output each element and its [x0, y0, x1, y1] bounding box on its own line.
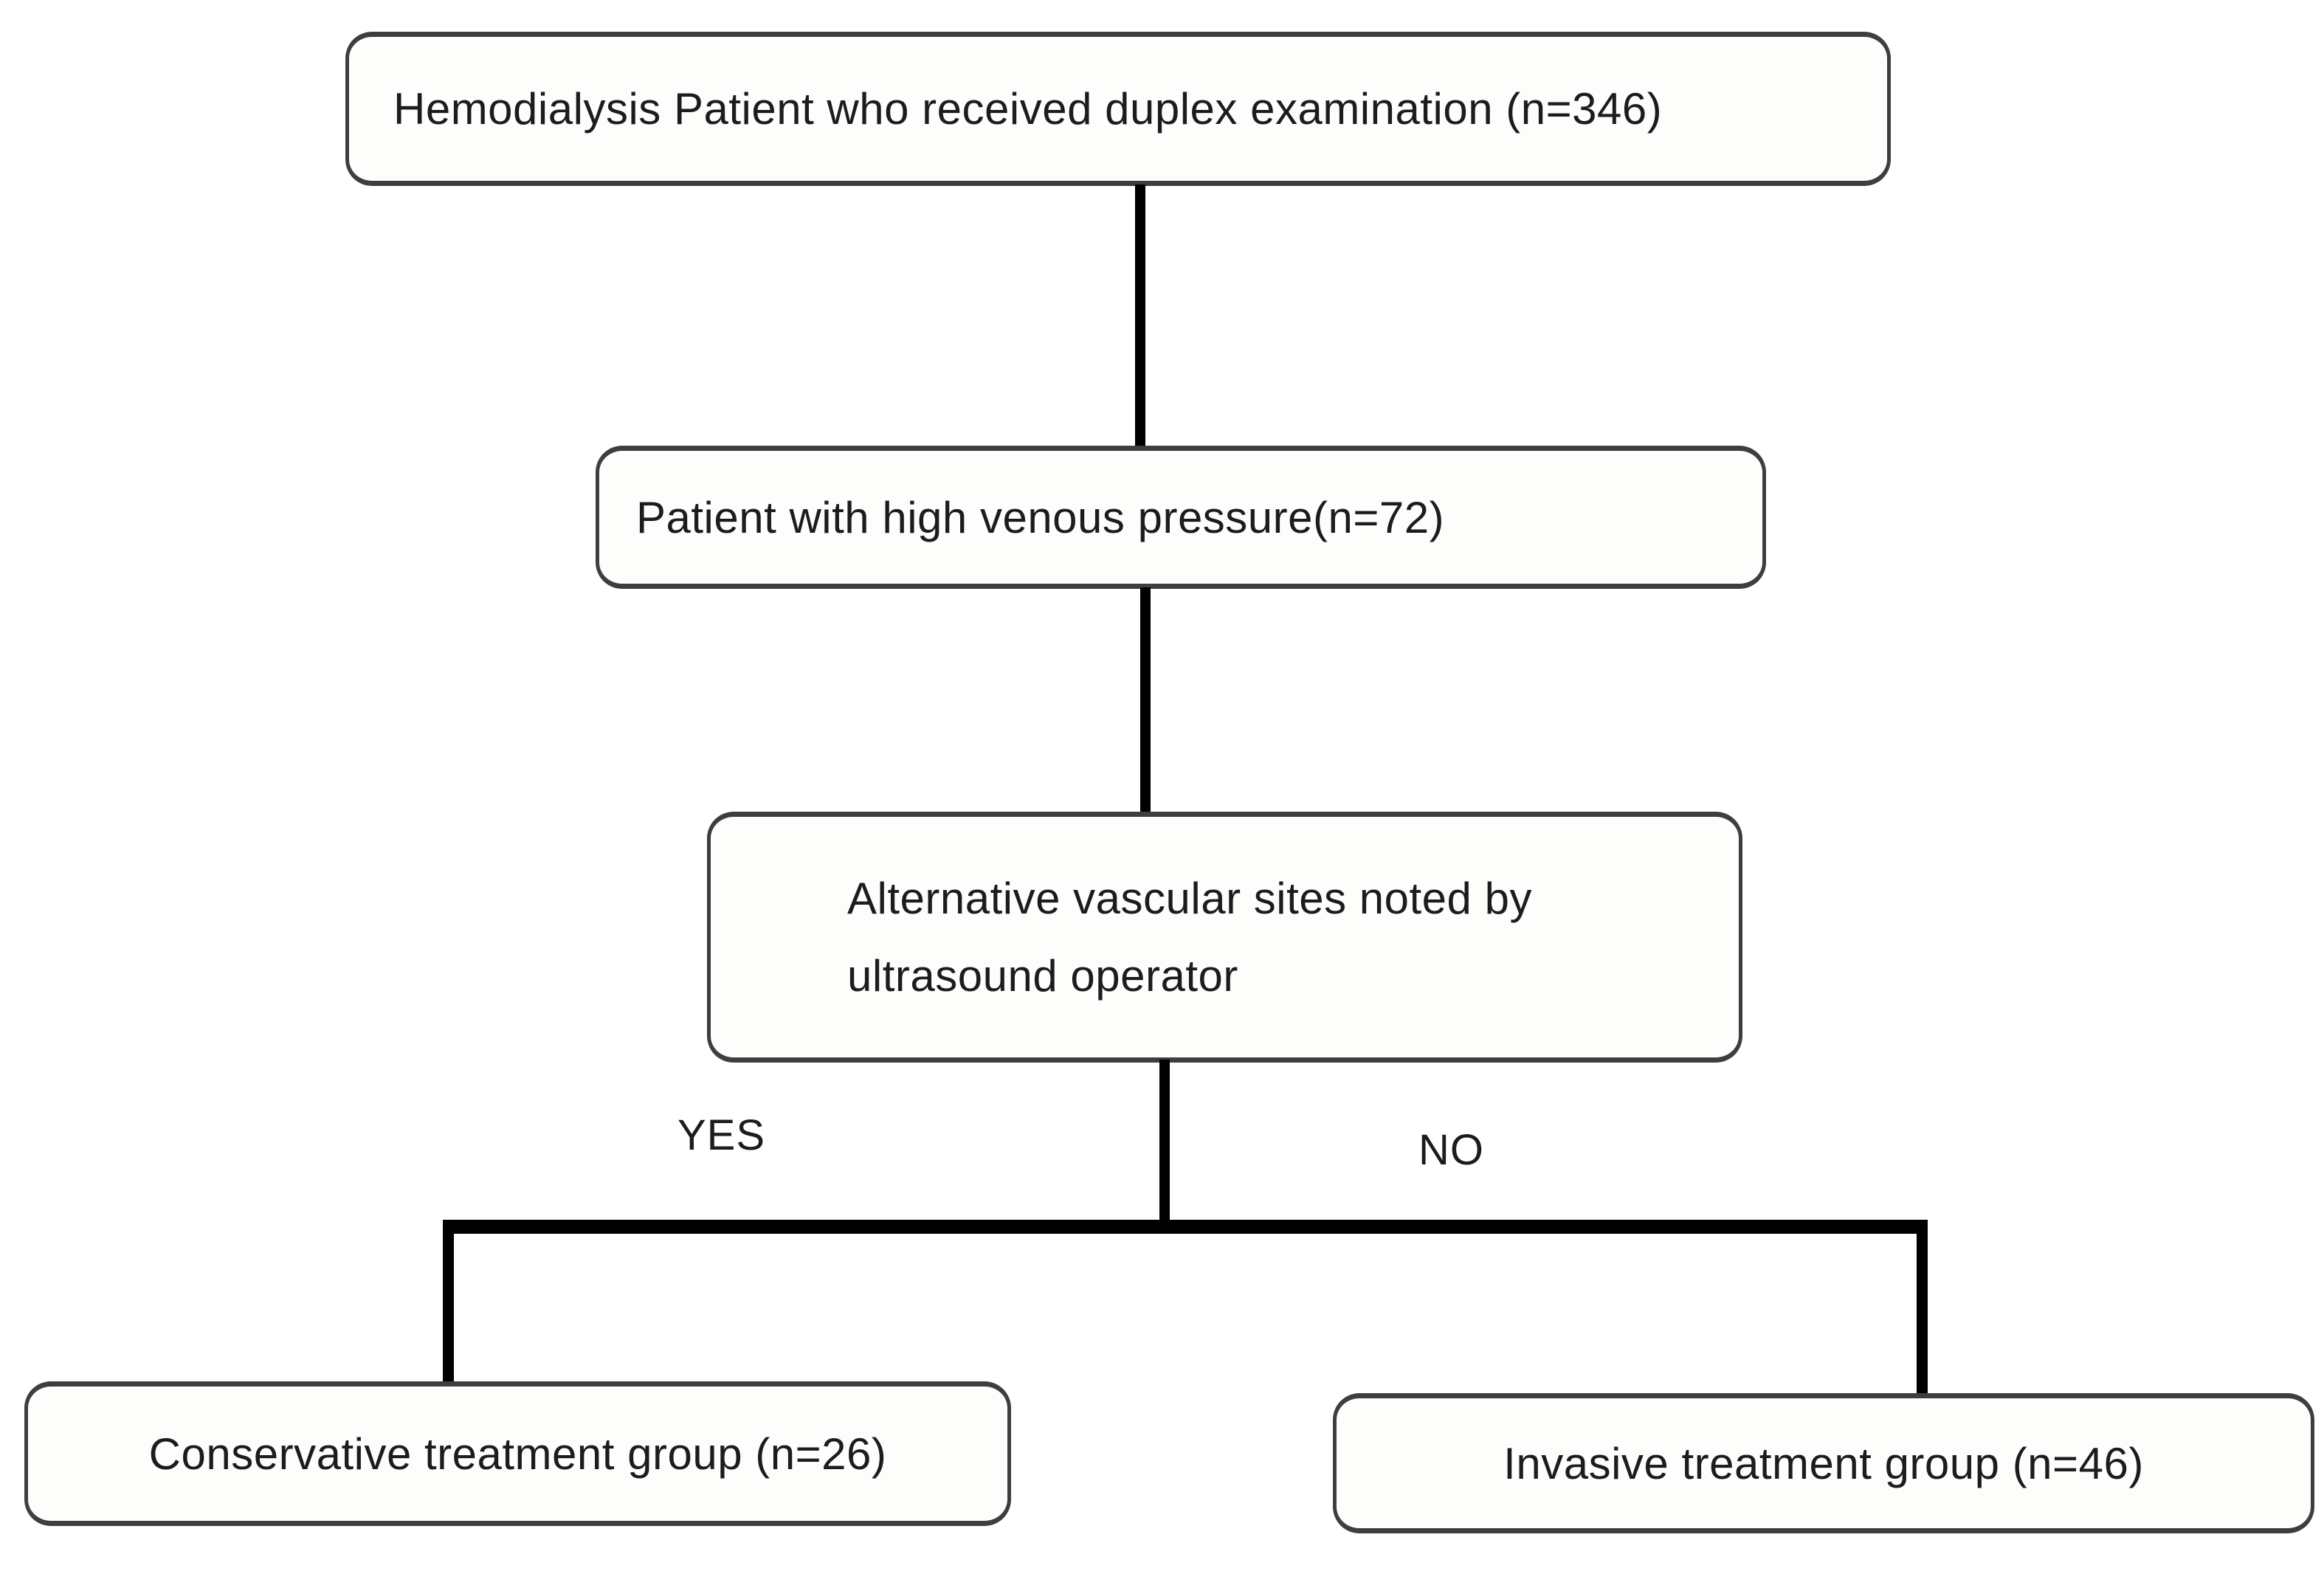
node-duplex-examination-label: Hemodialysis Patient who received duplex…	[393, 84, 1663, 134]
connector-branch-to-conservative	[443, 1220, 454, 1387]
connector-alternative-to-branch	[1159, 1060, 1170, 1228]
connector-branch-horizontal	[443, 1220, 1928, 1234]
branch-label-yes: YES	[677, 1111, 766, 1159]
node-high-venous-pressure-label: Patient with high venous pressure(n=72)	[636, 492, 1445, 542]
node-conservative-treatment: Conservative treatment group (n=26)	[24, 1381, 1011, 1526]
connector-duplex-to-pressure	[1135, 184, 1145, 447]
node-alternative-vascular-sites-line1: Alternative vascular sites noted by	[847, 874, 1532, 923]
node-conservative-treatment-label: Conservative treatment group (n=26)	[148, 1429, 887, 1479]
node-invasive-treatment: Invasive treatment group (n=46)	[1333, 1393, 2314, 1533]
branch-label-no: NO	[1418, 1126, 1484, 1174]
node-duplex-examination: Hemodialysis Patient who received duplex…	[345, 32, 1891, 186]
node-invasive-treatment-label: Invasive treatment group (n=46)	[1503, 1438, 2144, 1488]
node-alternative-vascular-sites: Alternative vascular sites noted by ultr…	[707, 812, 1742, 1063]
node-alternative-vascular-sites-line2: ultrasound operator	[847, 951, 1238, 1001]
node-high-venous-pressure: Patient with high venous pressure(n=72)	[596, 446, 1766, 589]
connector-pressure-to-alternative	[1140, 587, 1151, 815]
connector-branch-to-invasive	[1917, 1220, 1928, 1398]
